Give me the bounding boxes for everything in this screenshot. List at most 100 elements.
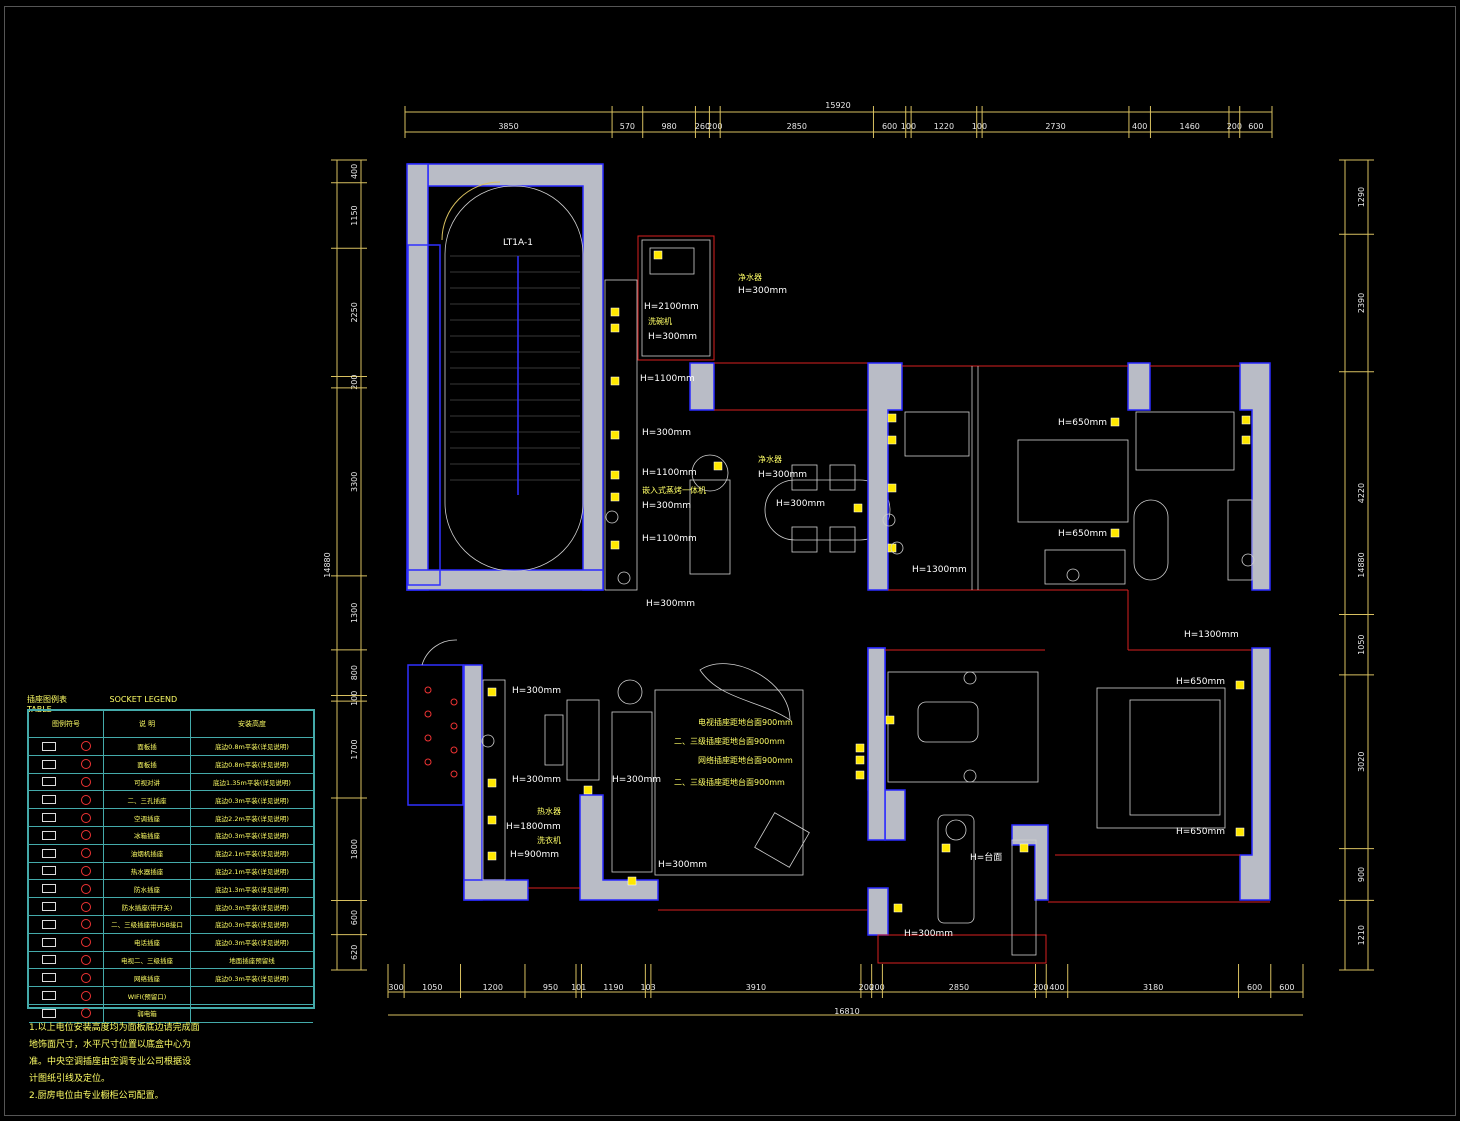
wifi-outlet-symbol	[1241, 553, 1255, 567]
socket-markers	[424, 250, 1255, 913]
label-h300-c: H=300mm	[642, 428, 691, 438]
dim-segment: 3300	[350, 472, 359, 492]
label-h300-i: H=300mm	[512, 775, 561, 785]
legend-col-symbol: 图例符号	[29, 711, 104, 737]
socket-icon	[41, 830, 56, 840]
socket-symbol	[713, 461, 723, 471]
label-dishwasher: 洗碗机	[648, 316, 672, 326]
dim-left-total: 14880	[323, 552, 332, 577]
socket-symbol	[610, 307, 620, 317]
socket-alt-icon	[80, 919, 91, 930]
label-h300-j: H=300mm	[612, 775, 661, 785]
socket-icon	[41, 902, 56, 912]
socket-symbol	[887, 435, 897, 445]
legend-row: 二、三级插座带USB接口底边0.3m平装(详见说明)	[29, 915, 313, 934]
socket-icon	[41, 777, 56, 787]
legend-symbol	[29, 898, 104, 915]
dim-segment: 1190	[603, 983, 623, 992]
socket-alt-icon	[80, 830, 91, 841]
legend-row: 防水插座(带开关)底边0.3m平装(详见说明)	[29, 898, 313, 916]
label-tv-2: 二、三级插座距地台面900mm	[674, 736, 785, 746]
dim-segment: 950	[543, 983, 558, 992]
legend-install: 底边0.3m平装(详见说明)	[215, 796, 289, 805]
legend-install: 底边0.3m平装(详见说明)	[215, 921, 289, 930]
label-desk: H=台面	[970, 851, 1002, 863]
socket-symbol	[1110, 417, 1120, 427]
legend-row: 二、三孔插座底边0.3m平装(详见说明)	[29, 791, 313, 810]
legend-desc: 弱电箱	[104, 1004, 191, 1022]
legend-install: 底边0.3m平装(详见说明)	[215, 974, 289, 983]
socket-icon	[41, 973, 56, 983]
label-h1800: H=1800mm	[506, 822, 561, 832]
label-h300-e: H=300mm	[776, 499, 825, 509]
label-h1100-c: H=1100mm	[642, 534, 697, 544]
dim-segment: 100	[350, 691, 359, 706]
dim-segment: 570	[620, 122, 635, 131]
dim-segment: 101	[571, 983, 586, 992]
socket-icon	[41, 813, 56, 823]
socket-icon	[41, 741, 56, 751]
wifi-outlet-symbol	[605, 510, 619, 524]
note-line: 2.厨房电位由专业橱柜公司配置。	[29, 1091, 164, 1101]
socket-symbol	[1235, 680, 1245, 690]
dim-segment: 3020	[1357, 752, 1366, 772]
label-h300-b: H=300mm	[648, 332, 697, 342]
dim-segment: 900	[1357, 867, 1366, 882]
socket-symbol	[853, 503, 863, 513]
legend-desc: 热水器插座	[104, 862, 191, 880]
dim-segment: 400	[1049, 983, 1064, 992]
legend-install: 底边0.8m平装(详见说明)	[215, 743, 289, 752]
socket-symbol	[487, 851, 497, 861]
legend-symbol	[29, 862, 104, 880]
dim-segment: 200	[1033, 983, 1048, 992]
legend-install: 底边2.1m平装(详见说明)	[215, 850, 289, 859]
dim-segment: 2850	[949, 983, 969, 992]
legend-install: 底边0.3m平装(详见说明)	[215, 832, 289, 841]
label-h300-h: H=300mm	[512, 686, 561, 696]
device-dot	[450, 746, 458, 754]
dim-segment: 4220	[1357, 483, 1366, 503]
legend-symbol	[29, 791, 104, 809]
dim-segment: 1050	[422, 983, 442, 992]
socket-alt-icon	[80, 776, 91, 787]
socket-icon	[41, 848, 56, 858]
legend-install: 地面插座预留线	[229, 956, 275, 965]
label-tv-4: 二、三级插座距地台面900mm	[674, 777, 785, 787]
dim-segment: 1290	[1357, 187, 1366, 207]
legend-row: 可视对讲底边1.35m平装(详见说明)	[29, 773, 313, 792]
label-h300-k: H=300mm	[658, 860, 707, 870]
note-line: 准。中央空调插座由空调专业公司根据设	[29, 1057, 192, 1067]
device-dot	[424, 686, 432, 694]
socket-symbol	[855, 743, 865, 753]
socket-symbol	[653, 250, 663, 260]
legend-col-install: 安装高度	[238, 720, 266, 728]
legend-install: 底边0.3m平装(详见说明)	[215, 903, 289, 912]
legend-desc: WIFI(预留口)	[104, 987, 191, 1004]
socket-symbol	[1241, 435, 1251, 445]
kitchen-upper	[604, 235, 868, 591]
legend-symbol	[29, 738, 104, 755]
wifi-outlet-symbol	[882, 513, 896, 527]
label-water-purifier-1: 净水器	[738, 272, 762, 282]
stair-treads	[450, 255, 580, 481]
legend-desc: 油烟机插座	[104, 844, 191, 862]
legend-install: 底边2.2m平装(详见说明)	[215, 814, 289, 823]
socket-symbol	[610, 540, 620, 550]
legend-symbol	[29, 1004, 104, 1022]
dim-segment: 600	[350, 910, 359, 925]
socket-symbol	[610, 470, 620, 480]
socket-icon	[41, 1008, 56, 1018]
legend-col-desc: 说 明	[104, 711, 191, 737]
label-tv-1: 电视插座距地台面900mm	[698, 717, 793, 727]
dim-segment: 3850	[498, 122, 518, 131]
dim-segment: 200	[707, 122, 722, 131]
label-water-purifier-2: 净水器	[758, 454, 782, 464]
label-h1300-b: H=1300mm	[1184, 630, 1239, 640]
legend-install	[191, 987, 313, 1004]
socket-symbol	[855, 770, 865, 780]
dim-segment: 260	[695, 122, 710, 131]
socket-symbol	[487, 687, 497, 697]
socket-legend-table: 图例符号 说 明 安装高度 面板插底边0.8m平装(详见说明)面板插底边0.8m…	[27, 709, 315, 1023]
socket-symbol	[487, 815, 497, 825]
